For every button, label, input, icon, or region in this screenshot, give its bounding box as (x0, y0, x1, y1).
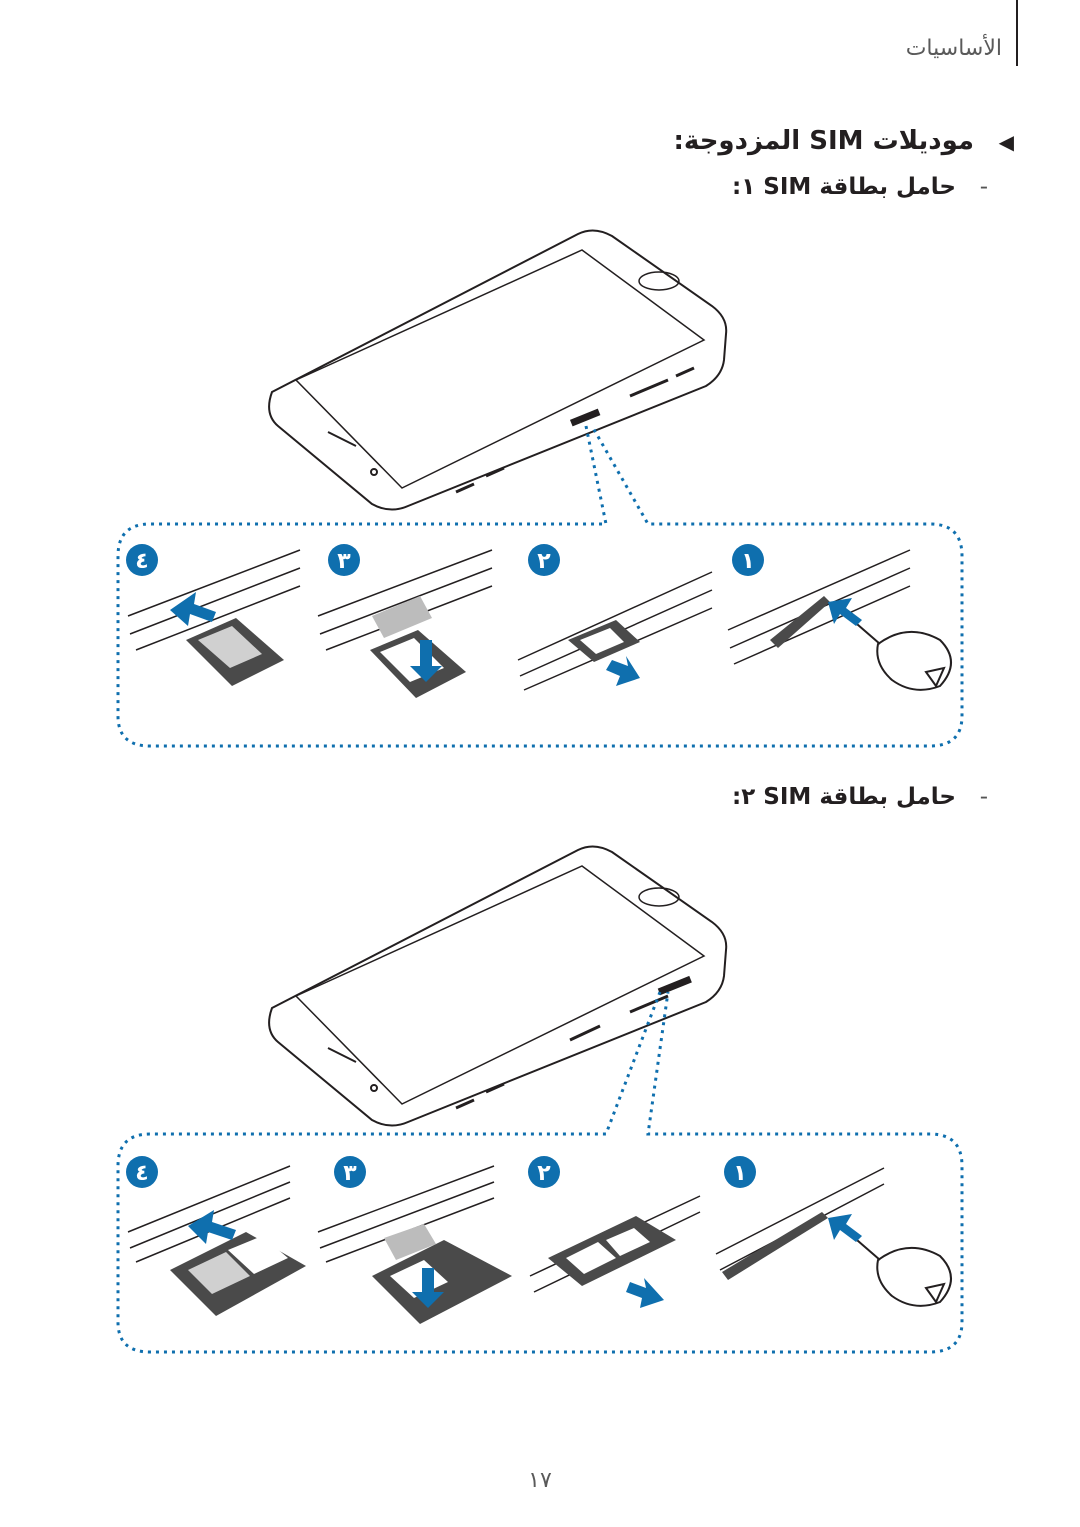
step-badge-1 (732, 544, 764, 576)
header-rule (1016, 0, 1018, 66)
figure-sim1-tray: ٤ ٣ ٢ ١ (116, 229, 964, 748)
triangle-bullet-icon: ◀ (998, 130, 1014, 154)
step-badge-4-label: ٤ (135, 1161, 148, 1186)
tray-illustrations (170, 1212, 952, 1324)
step-badge-2 (528, 544, 560, 576)
callout-outline (116, 991, 964, 1354)
step-badges: ٤ ٣ ٢ ١ (126, 1156, 756, 1188)
step-badge-1-label: ١ (741, 549, 754, 574)
figure-sim2-tray: ٤ ٣ ٢ ١ (116, 845, 964, 1354)
phone-illustration (268, 845, 728, 1127)
callout-outline (116, 425, 964, 748)
section-header: الأساسيات (905, 36, 1002, 61)
step-badge-4-label: ٤ (135, 549, 148, 574)
step-badge-3 (334, 1156, 366, 1188)
page-number: ١٧ (528, 1468, 552, 1493)
dash-bullet: - (979, 784, 988, 810)
subsection-1-heading: - حامل بطاقة SIM ١: (732, 174, 988, 200)
step-badge-4 (126, 544, 158, 576)
page-title: موديلات SIM المزدوجة: ◀ (673, 126, 1014, 156)
dash-bullet: - (979, 174, 988, 200)
subsection-1-label: حامل بطاقة SIM ١: (732, 174, 956, 200)
step-badge-4 (126, 1156, 158, 1188)
direction-arrows (188, 1210, 862, 1308)
step-badge-3 (328, 544, 360, 576)
step-badge-3-label: ٣ (337, 549, 351, 574)
title-text: موديلات SIM المزدوجة: (673, 126, 974, 156)
step-badge-2 (528, 1156, 560, 1188)
phone-illustration (268, 229, 728, 511)
direction-arrows (170, 592, 862, 686)
step-badge-1 (724, 1156, 756, 1188)
subsection-2-label: حامل بطاقة SIM ٢: (732, 784, 956, 810)
step-panels (127, 549, 911, 691)
subsection-2-heading: - حامل بطاقة SIM ٢: (732, 784, 988, 810)
tray-illustrations (186, 596, 952, 698)
step-badge-1-label: ١ (733, 1161, 746, 1186)
step-badges: ٤ ٣ ٢ ١ (126, 544, 764, 576)
step-badge-2-label: ٢ (537, 1161, 551, 1186)
step-badge-2-label: ٢ (537, 549, 551, 574)
step-badge-3-label: ٣ (343, 1161, 357, 1186)
